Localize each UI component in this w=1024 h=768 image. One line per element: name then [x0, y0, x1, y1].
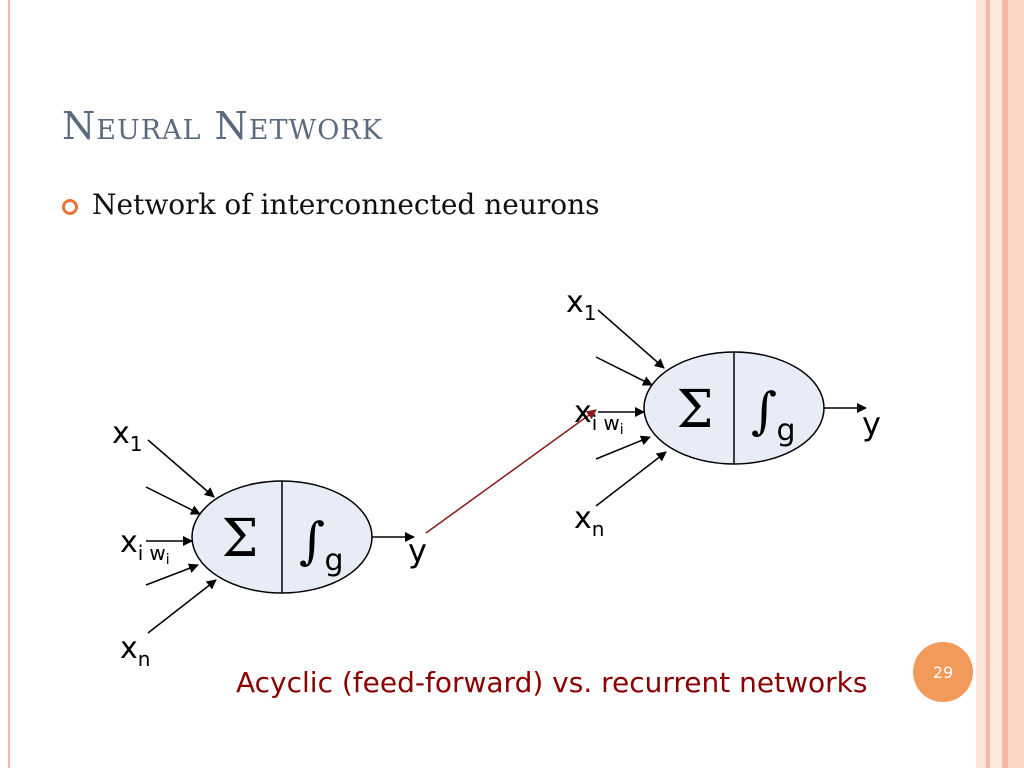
right-x1-label: x1 [566, 285, 597, 325]
page-number-badge: 29 [913, 642, 973, 702]
right-input-arrow-5 [595, 451, 667, 507]
left-input-arrow-1 [147, 439, 215, 498]
right-decorative-bands [976, 0, 1024, 768]
left-input-arrow-5 [147, 579, 217, 634]
neuron-right-integral-symbol: ∫ [751, 382, 777, 440]
bullet-text: Network of interconnected neurons [92, 188, 600, 221]
connection-arrow [425, 409, 597, 534]
neuron-left-sum-symbol: Σ [222, 509, 259, 569]
neuron-right-sum-symbol: Σ [677, 380, 714, 440]
neuron-left-integral-symbol: ∫ [299, 512, 325, 570]
left-output-y-label: y [408, 532, 427, 570]
right-input-arrow-1 [597, 309, 665, 369]
right-input-arrow-2 [595, 356, 653, 386]
left-input-arrow-2 [145, 486, 201, 515]
neuron-right-g-label: g [776, 413, 795, 448]
left-xn-label: xn [120, 631, 150, 671]
neuron-left-g-label: g [324, 543, 343, 578]
bullet-item: Network of interconnected neurons [62, 188, 600, 221]
left-border-line [8, 0, 10, 768]
slide-title: Neural Network [62, 104, 383, 148]
left-x1-label: x1 [112, 416, 143, 456]
right-input-arrow-4 [595, 435, 651, 460]
left-input-arrow-4 [145, 563, 199, 586]
caption-text: Acyclic (feed-forward) vs. recurrent net… [236, 666, 868, 699]
bullet-circle-icon [62, 198, 78, 215]
right-output-y-label: y [862, 405, 881, 443]
right-xn-label: xn [574, 501, 604, 541]
